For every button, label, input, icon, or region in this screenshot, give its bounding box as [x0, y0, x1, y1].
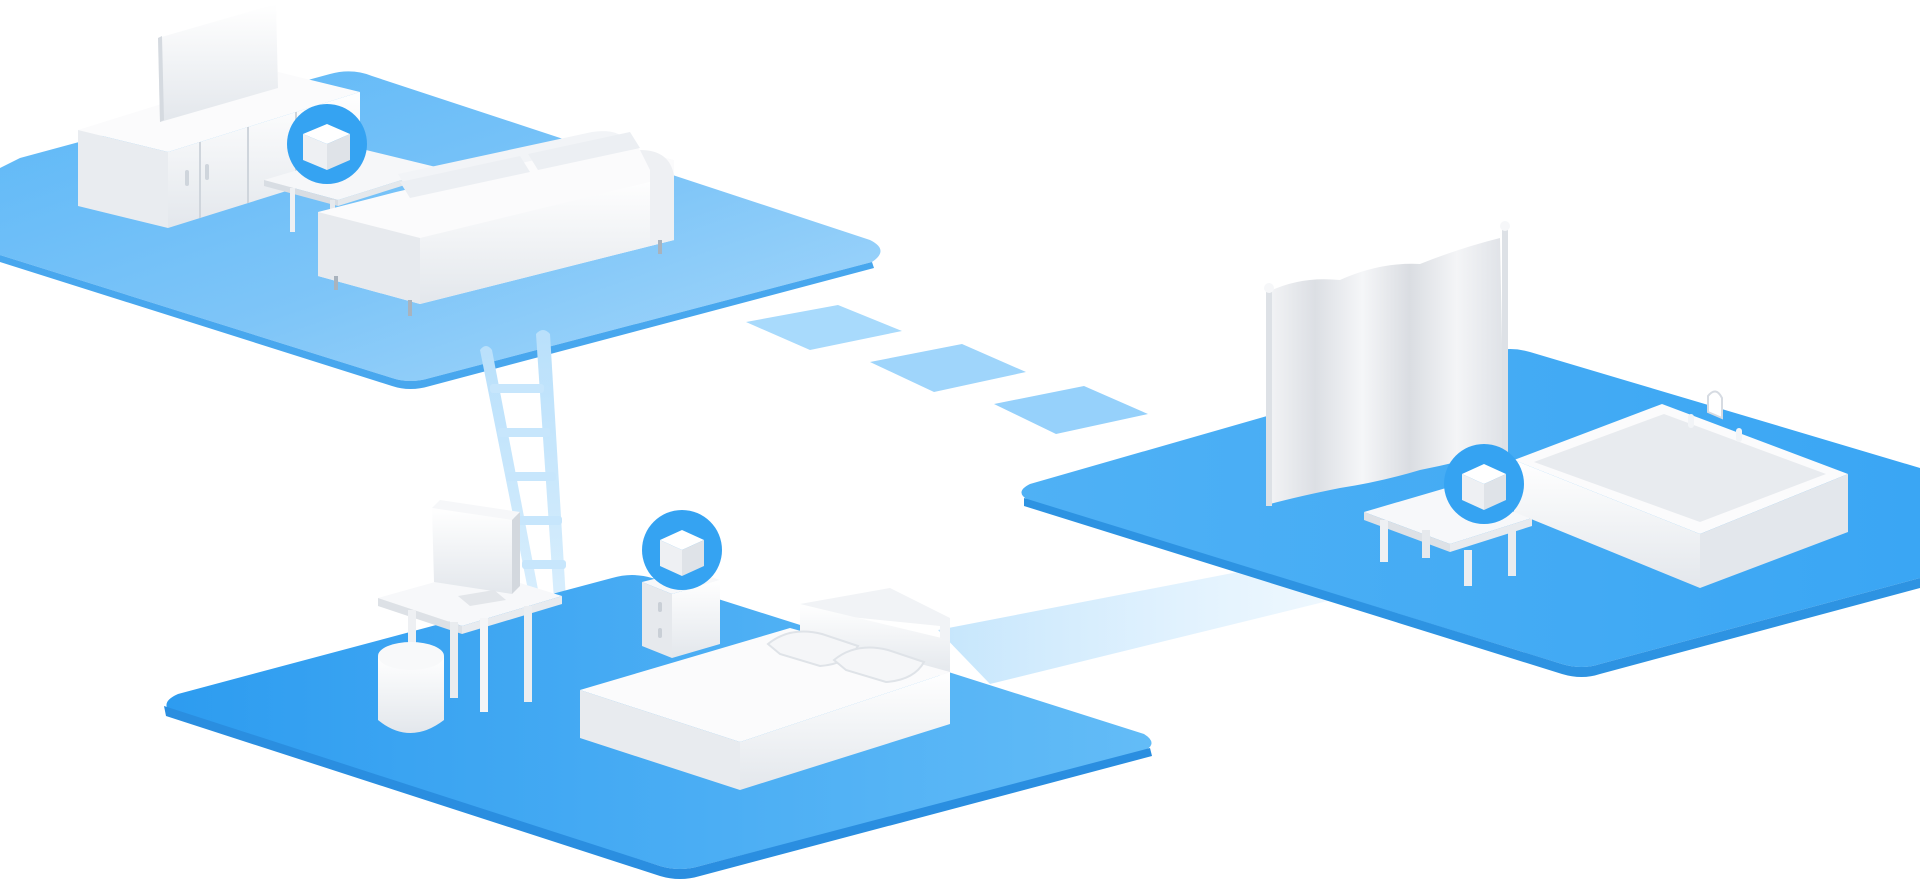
stool [378, 642, 444, 733]
bathtub [1514, 390, 1848, 588]
living-room [0, 4, 881, 389]
ladder [480, 330, 566, 605]
bench [1364, 488, 1532, 586]
bed [580, 588, 950, 790]
monitor [432, 500, 520, 606]
mesh-node-bathroom [1444, 444, 1524, 524]
bedroom [164, 500, 1152, 879]
bathroom [1021, 221, 1920, 677]
mesh-node-living-room [287, 104, 367, 184]
shower-curtain [1264, 221, 1510, 506]
tile-2 [870, 344, 1026, 392]
bathroom-floor-edge [1024, 498, 1920, 677]
tile-1 [746, 305, 902, 350]
light-beam [938, 560, 1340, 684]
mesh-node-bedroom [642, 510, 722, 590]
tile-3 [994, 386, 1148, 434]
tv [158, 4, 278, 122]
stepping-tiles [746, 305, 1148, 434]
sofa [318, 131, 674, 316]
